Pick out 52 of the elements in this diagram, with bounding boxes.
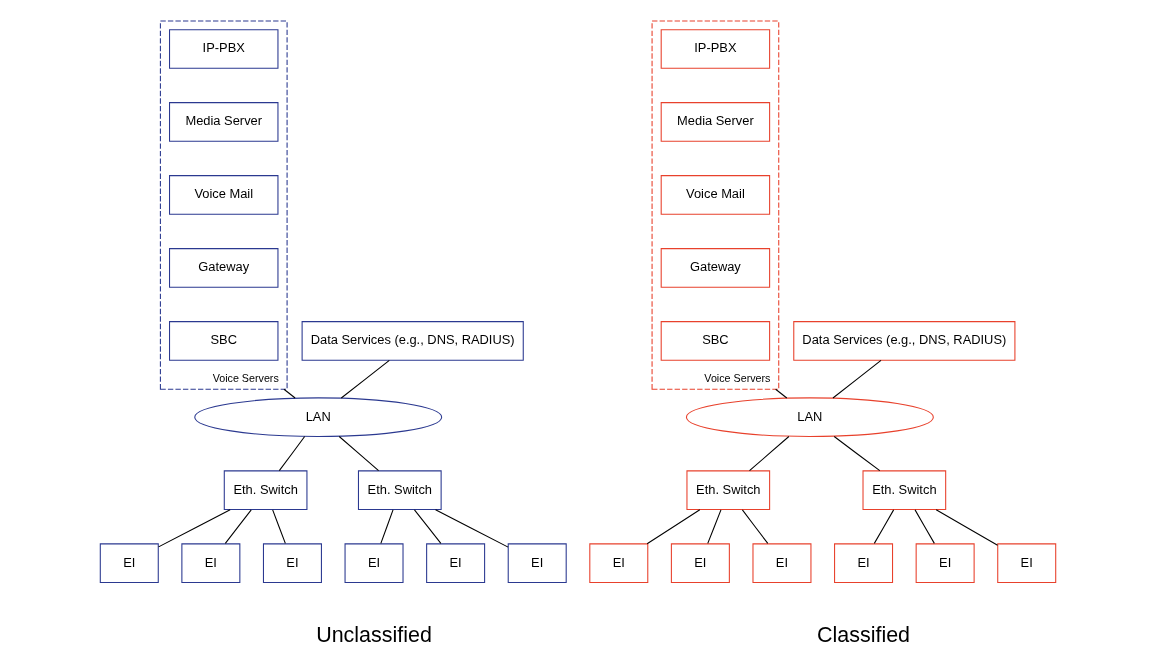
node-box: SBC (660, 321, 771, 361)
node-box: EI (834, 543, 894, 584)
node-box: Eth. Switch (686, 470, 771, 511)
node-box: Media Server (169, 102, 279, 142)
connector (833, 436, 881, 472)
node-box: EI (915, 543, 975, 584)
node-box: EI (589, 543, 649, 584)
label: Unclassified (316, 622, 432, 647)
node-box: Media Server (660, 102, 771, 142)
node-box: EI (670, 543, 730, 584)
connector (283, 388, 296, 399)
node-box: Eth. Switch (357, 470, 442, 511)
node-box: EI (997, 543, 1057, 584)
node-box: EI (752, 543, 812, 584)
connector (278, 436, 306, 472)
connector (646, 509, 701, 545)
node-box: Data Services (e.g., DNS, RADIUS) (793, 321, 1016, 361)
connector (707, 509, 722, 544)
node-box: EI (507, 543, 567, 584)
node-box: EI (426, 543, 486, 584)
connector (748, 436, 790, 472)
connector (435, 509, 509, 548)
node-box: SBC (169, 321, 279, 361)
connector (832, 359, 882, 399)
node-box: Voice Mail (660, 175, 771, 215)
node-box: Eth. Switch (862, 470, 947, 511)
connector (158, 509, 231, 548)
connector (380, 509, 394, 544)
node-box: Eth. Switch (223, 470, 308, 511)
node-box: Gateway (169, 248, 279, 288)
node-ellipse: LAN (194, 397, 443, 438)
connector (914, 509, 935, 544)
connector (935, 509, 999, 546)
node-box: EI (181, 543, 241, 584)
node-box: EI (344, 543, 404, 584)
node-box: IP-PBX (660, 29, 771, 69)
node-box: Data Services (e.g., DNS, RADIUS) (301, 321, 524, 361)
node-box: Voice Mail (169, 175, 279, 215)
label: Classified (817, 622, 911, 647)
connector (413, 509, 442, 544)
connector (741, 509, 769, 544)
node-box: Gateway (660, 248, 771, 288)
connector (224, 509, 252, 544)
connector (775, 388, 788, 399)
connector (340, 359, 390, 399)
node-box: IP-PBX (169, 29, 279, 69)
node-box: EI (99, 543, 159, 584)
node-box: EI (262, 543, 322, 584)
connector (873, 509, 895, 544)
node-ellipse: LAN (685, 397, 934, 438)
connector (338, 436, 380, 472)
connector (272, 509, 286, 544)
